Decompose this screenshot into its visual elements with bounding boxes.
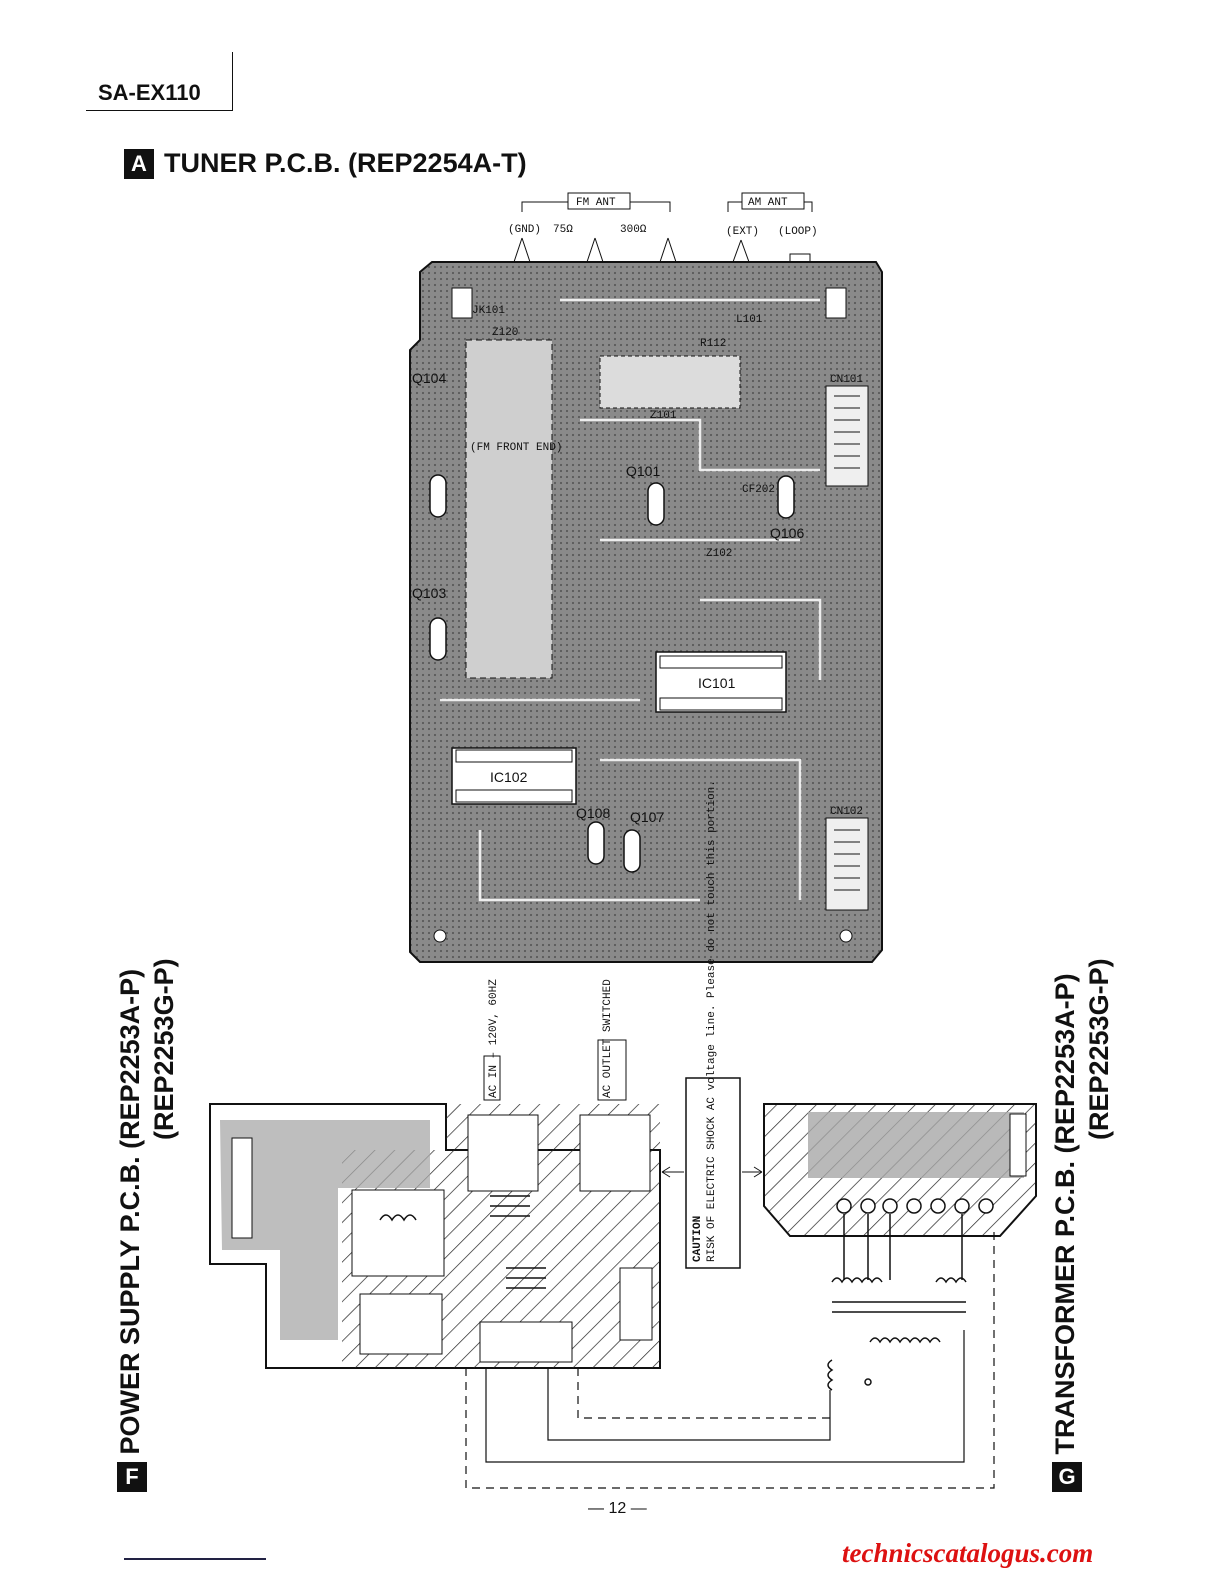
q106-label: Q106 (770, 525, 804, 541)
cn101-label: CN101 (830, 374, 863, 386)
cf202-label: CF202 (742, 484, 775, 496)
transformer-pcb (763, 1103, 1037, 1391)
ic101-label: IC101 (698, 675, 736, 691)
section-a-heading: A TUNER P.C.B. (REP2254A-T) (124, 148, 527, 179)
z101-label: Z101 (650, 410, 677, 422)
interconnect-wiring (465, 1232, 995, 1489)
section-a-title: TUNER P.C.B. (REP2254A-T) (164, 148, 527, 178)
fm-ant-label: FM ANT (576, 197, 616, 209)
z102-label: Z102 (706, 548, 732, 560)
q103-label: Q103 (412, 585, 446, 601)
q101-label: Q101 (626, 463, 660, 479)
q104-label: Q104 (412, 370, 446, 386)
l101-label: L101 (736, 314, 763, 326)
page-number: — 12 — (588, 1500, 647, 1517)
caution-box: CAUTION RISK OF ELECTRIC SHOCK AC voltag… (661, 780, 763, 1269)
ac-in-label: AC IN – 120V, 60HZ (488, 979, 500, 1098)
ohm75-label: 75Ω (553, 224, 573, 236)
model-box (86, 52, 233, 111)
model-number: SA-EX110 (98, 80, 201, 105)
gnd-label: (GND) (508, 224, 541, 236)
r112-label: R112 (700, 338, 726, 350)
ext-label: (EXT) (726, 226, 759, 238)
ic102-label: IC102 (490, 769, 528, 785)
fm-front-end-label: (FM FRONT END) (470, 442, 562, 454)
footer-site-link[interactable]: technicscatalogus.com (842, 1538, 1094, 1568)
tuner-pcb: FM ANT AM ANT (GND) 75Ω 300Ω (EXT) (LOOP… (409, 192, 883, 963)
ac-outlet-label: AC OUTLET SWITCHED (602, 979, 614, 1098)
ohm300-label: 300Ω (620, 224, 647, 236)
cn102-label: CN102 (830, 806, 863, 818)
loop-label: (LOOP) (778, 226, 818, 238)
caution-text: RISK OF ELECTRIC SHOCK AC voltage line. … (706, 780, 718, 1262)
antenna-labels: FM ANT AM ANT (GND) 75Ω 300Ω (EXT) (LOOP… (508, 192, 818, 267)
jk101-label: JK101 (472, 305, 505, 317)
q107-label: Q107 (630, 809, 664, 825)
q108-label: Q108 (576, 805, 610, 821)
caution-title: CAUTION (692, 1216, 704, 1262)
footer-rule (124, 1558, 266, 1560)
section-a-badge: A (124, 148, 154, 179)
z120-label: Z120 (492, 327, 518, 339)
am-ant-label: AM ANT (748, 197, 788, 209)
power-supply-pcb: AC IN – 120V, 60HZ AC OUTLET SWITCHED (209, 979, 661, 1369)
